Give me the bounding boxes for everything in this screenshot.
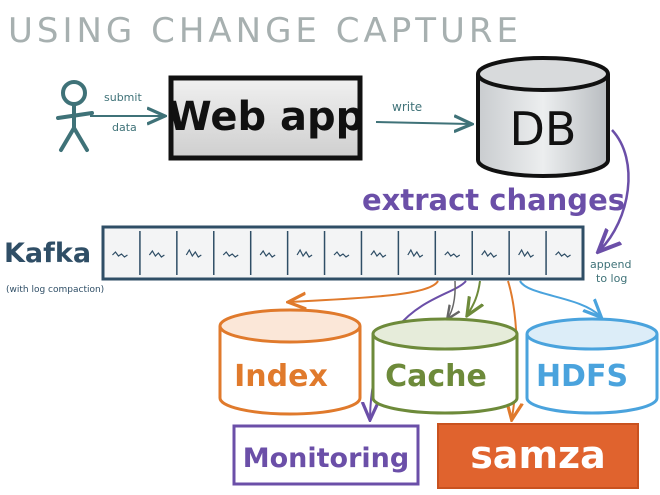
kafka-log-entry xyxy=(148,249,165,258)
monitoring-label: Monitoring xyxy=(243,443,409,474)
kafka-log-entry xyxy=(222,251,239,258)
cache-cylinder: Cache xyxy=(371,317,519,415)
kafka-log-entry xyxy=(296,248,313,258)
hdfs-cylinder: HDFS xyxy=(525,317,659,415)
kafka-log-entry xyxy=(407,248,424,258)
user-stick-figure-icon xyxy=(56,80,94,152)
kafka-log-entry xyxy=(481,249,498,258)
kafka-log-entry xyxy=(259,249,276,258)
arrow-to-cache xyxy=(468,280,480,314)
web-app-box: Web app xyxy=(168,75,365,161)
write-label: write xyxy=(392,100,422,114)
cache-label: Cache xyxy=(385,359,487,394)
index-label: Index xyxy=(234,359,328,394)
arrow-samza-side xyxy=(448,280,455,318)
samza-box: samza xyxy=(437,423,639,489)
kafka-sublabel: (with log compaction) xyxy=(6,285,104,295)
web-app-label: Web app xyxy=(168,94,365,140)
kafka-log-entry xyxy=(333,251,350,258)
hdfs-label: HDFS xyxy=(536,359,628,394)
samza-label: samza xyxy=(470,433,606,477)
index-cylinder: Index xyxy=(218,308,362,416)
extract-changes-label: extract changes xyxy=(362,183,625,217)
db-label: DB xyxy=(510,102,577,156)
append-label: append xyxy=(590,258,631,271)
append-to-log-arrow xyxy=(600,129,630,250)
arrow-to-hdfs xyxy=(519,280,600,316)
diagram-title: USING CHANGE CAPTURE xyxy=(8,11,522,51)
submit-label: submit xyxy=(104,91,142,104)
arrow-to-index xyxy=(290,280,439,302)
to-log-label: to log xyxy=(596,272,627,285)
kafka-log-entry xyxy=(444,251,461,258)
kafka-log-entry xyxy=(112,251,128,258)
kafka-log-entry xyxy=(518,248,534,258)
kafka-log-entry xyxy=(370,249,387,258)
kafka-label: Kafka xyxy=(4,238,91,269)
monitoring-box: Monitoring xyxy=(232,424,420,486)
kafka-log-entry xyxy=(555,251,571,258)
write-arrow xyxy=(375,122,470,124)
database-cylinder: DB xyxy=(476,56,610,178)
data-label: data xyxy=(112,121,137,134)
kafka-log-entry xyxy=(185,248,202,258)
kafka-log xyxy=(101,225,585,281)
